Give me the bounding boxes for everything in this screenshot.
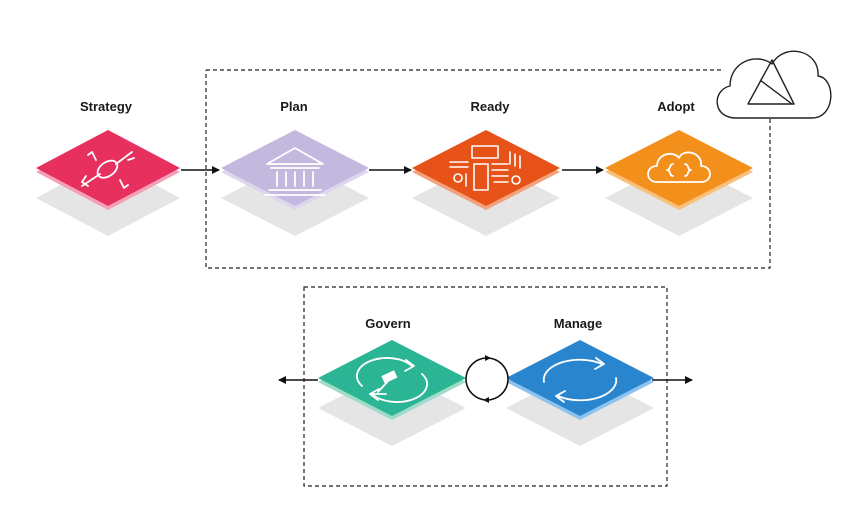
tile-adopt: [605, 130, 753, 236]
stage-label-govern: Govern: [365, 316, 411, 331]
stage-label-strategy: Strategy: [79, 99, 133, 114]
stage-label-plan: Plan: [280, 99, 308, 114]
satellite-icon: [81, 151, 135, 189]
azure-cloud-icon: [716, 50, 832, 119]
bank-icon: [264, 147, 326, 196]
layout-icon: [449, 145, 521, 191]
tile-strategy: [36, 130, 180, 236]
operations-group-frame: [303, 286, 668, 487]
tile-plan: [221, 130, 369, 236]
tile-govern: [318, 340, 466, 446]
stage-label-manage: Manage: [553, 316, 603, 331]
stage-label-ready: Ready: [470, 99, 510, 114]
gavel-cycle-icon: [356, 357, 428, 403]
tile-ready: [412, 130, 560, 236]
adoption-group-frame: [205, 69, 771, 269]
cycle-arrows-icon: [465, 355, 509, 403]
tile-manage: [506, 340, 654, 446]
cycle-icon: [542, 357, 618, 403]
cloud-icon: [647, 151, 711, 183]
stage-label-adopt: Adopt: [657, 99, 695, 114]
